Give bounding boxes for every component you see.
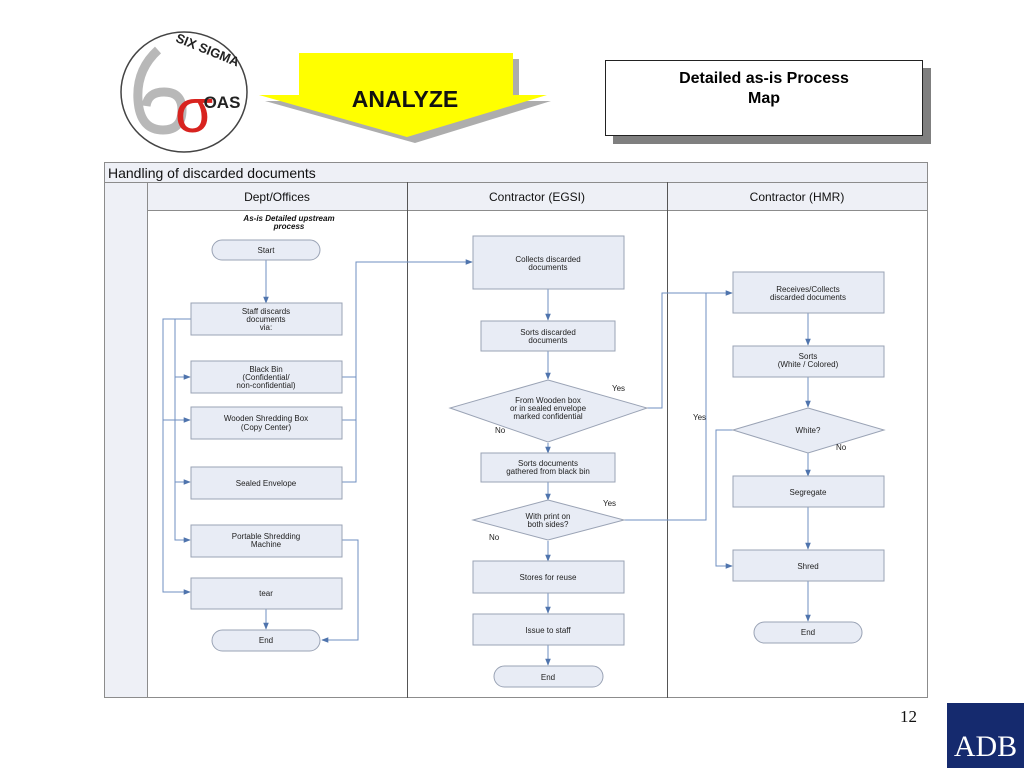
six-numeral-graphic <box>133 46 187 135</box>
node-label: Stores for reuse <box>520 573 577 582</box>
slide-title-box: Detailed as-is Process Map <box>605 60 923 136</box>
node-label: With print on <box>526 512 571 521</box>
lane-header-dept-offices: Dept/Offices <box>244 190 310 204</box>
slide-title: Detailed as-is Process Map <box>679 70 849 107</box>
node-label: Sorts documents <box>518 459 578 468</box>
node-label: End <box>801 628 815 637</box>
lane-subtitle: process <box>273 222 305 231</box>
node-label: via: <box>260 323 272 332</box>
sealed-envelope-node <box>190 466 343 500</box>
black-bin-node <box>190 360 343 394</box>
node-label: Sealed Envelope <box>236 479 297 488</box>
node-label: From Wooden box <box>515 396 581 405</box>
node-label: Staff discards <box>242 307 290 316</box>
sorts-black-bin-node <box>480 452 616 483</box>
node-label: Sorts <box>799 352 818 361</box>
page-number: 12 <box>900 707 917 726</box>
node-label: Black Bin <box>249 365 282 374</box>
node-label: both sides? <box>528 520 569 529</box>
decision-wooden-box <box>448 379 649 443</box>
end-terminal-dept <box>211 629 321 652</box>
node-label: Wooden Shredding Box <box>224 414 308 423</box>
node-label: tear <box>259 589 273 598</box>
end-terminal-egsi <box>493 665 604 688</box>
edge-label-yes: Yes <box>612 384 625 393</box>
process-map-diagram: Handling of discarded documents Dept/Off… <box>104 162 928 698</box>
lane-header-bar <box>147 182 928 211</box>
staff-discards-node <box>190 302 343 336</box>
node-label: non-confidential) <box>236 381 295 390</box>
decision-print-both-sides <box>471 499 626 541</box>
adb-logo: ADB <box>947 703 1024 768</box>
six-sigma-oas-logo: σ SIX SIGMA OAS <box>120 30 248 153</box>
diagram-title: Handling of discarded documents <box>108 165 316 181</box>
receives-collects-node <box>732 271 885 314</box>
logo-oas-text: OAS <box>204 93 241 112</box>
analyze-label: ANALYZE <box>352 86 459 112</box>
node-label: End <box>259 636 273 645</box>
end-terminal-hmr <box>753 621 863 644</box>
node-label: documents <box>246 315 285 324</box>
sorts-discarded-node <box>480 320 616 352</box>
node-label: Collects discarded <box>515 255 580 264</box>
node-label: Issue to staff <box>525 626 571 635</box>
edge-label-yes: Yes <box>603 499 616 508</box>
node-label: (White / Colored) <box>778 360 839 369</box>
stores-for-reuse-node <box>472 560 625 594</box>
node-label: gathered from black bin <box>506 467 590 476</box>
node-label: Sorts discarded <box>520 328 576 337</box>
lane-header-contractor-egsi: Contractor (EGSI) <box>489 190 585 204</box>
sorts-white-colored-node <box>732 345 885 378</box>
lane-subtitle: As-is Detailed upstream <box>242 214 334 223</box>
node-label: Segregate <box>790 488 827 497</box>
issue-to-staff-node <box>472 613 625 646</box>
portable-shredder-node <box>190 524 343 558</box>
edge-label-yes: Yes <box>693 413 706 422</box>
node-label: Shred <box>797 562 818 571</box>
node-label: marked confidential <box>513 412 583 421</box>
segregate-node <box>732 475 885 508</box>
connectors <box>162 259 811 666</box>
collects-node <box>472 235 625 290</box>
edge-label-no: No <box>495 426 506 435</box>
lane-header-contractor-hmr: Contractor (HMR) <box>750 190 845 204</box>
node-label: discarded documents <box>770 293 846 302</box>
node-label: End <box>541 673 555 682</box>
decision-white <box>731 407 886 454</box>
edge-label-no: No <box>836 443 847 452</box>
shred-node <box>732 549 885 582</box>
analyze-phase-banner: ANALYZE <box>259 53 551 143</box>
sigma-symbol: σ <box>175 77 213 146</box>
node-label: Receives/Collects <box>776 285 840 294</box>
node-label: Portable Shredding <box>232 532 301 541</box>
tear-node <box>190 577 343 610</box>
down-arrow-shape <box>259 53 547 137</box>
node-label: Machine <box>251 540 282 549</box>
node-label: (Copy Center) <box>241 423 292 432</box>
wooden-box-node <box>190 406 343 440</box>
lane-label-column <box>104 182 148 698</box>
node-label: (Confidential/ <box>242 373 290 382</box>
node-label: documents <box>528 263 567 272</box>
node-label: Start <box>258 246 276 255</box>
node-label: White? <box>796 426 821 435</box>
node-label: documents <box>528 336 567 345</box>
node-label: or in sealed envelope <box>510 404 587 413</box>
edge-label-no: No <box>489 533 500 542</box>
start-terminal <box>211 239 321 261</box>
